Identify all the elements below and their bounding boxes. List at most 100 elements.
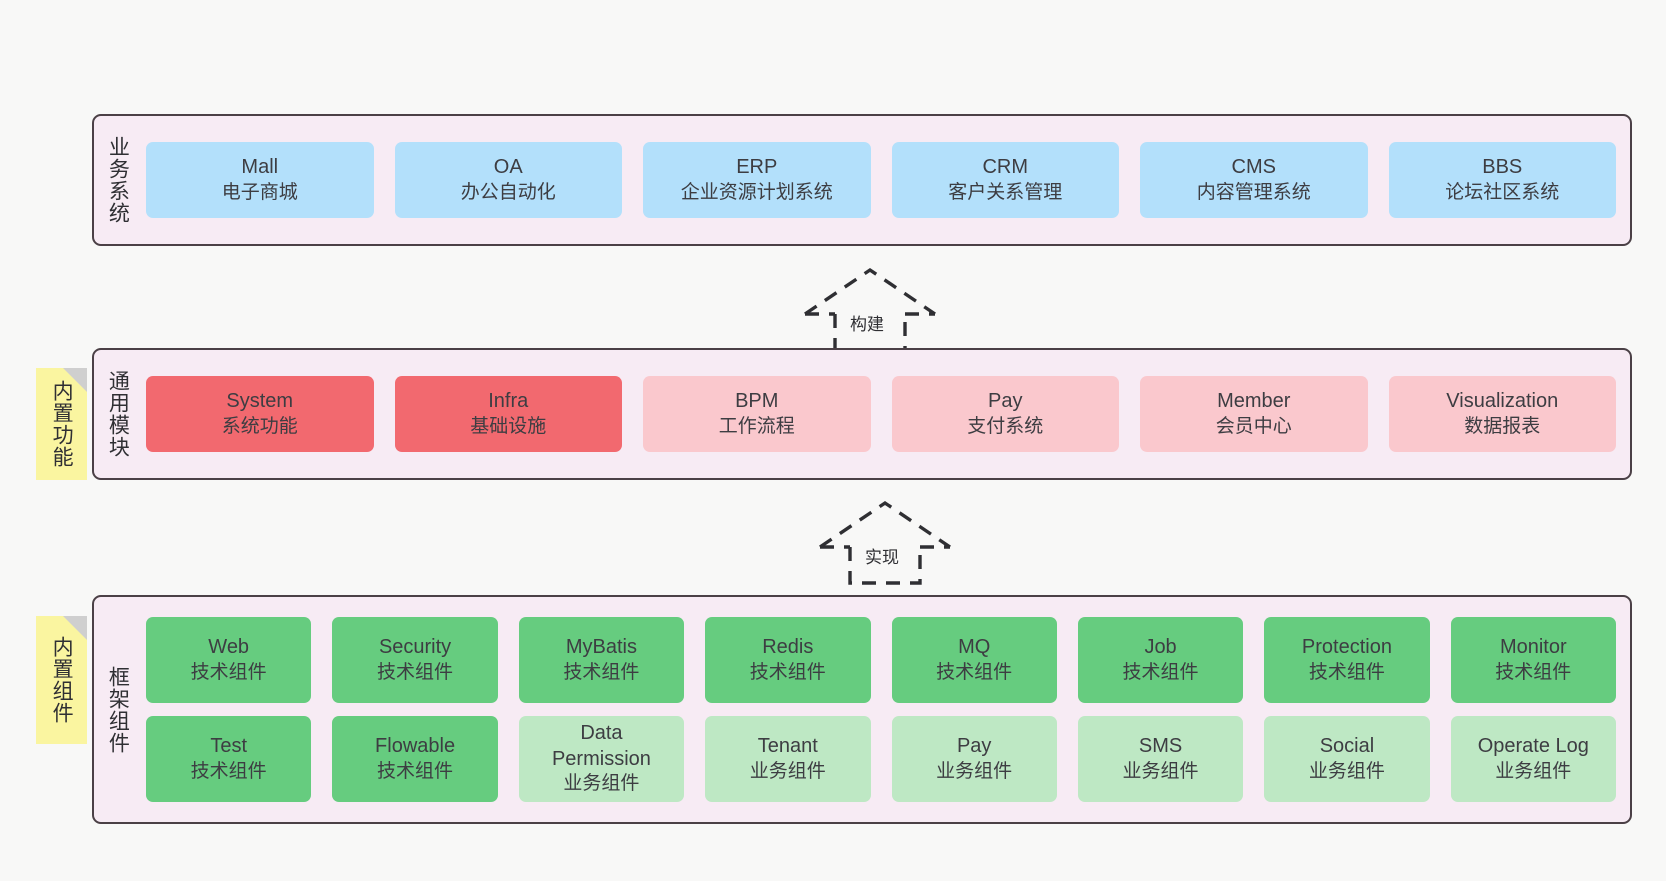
component-card-mybatis[interactable]: MyBatis 技术组件 (518, 617, 685, 703)
layer-body-business-system: Mall 电子商城 OA 办公自动化 ERP 企业资源计划系统 CRM 客户关系… (140, 116, 1630, 244)
component-name: Operate Log (1477, 735, 1589, 758)
layer-common-module: 通用模块 System 系统功能 Infra 基础设施 BPM 工作流程 Pay… (92, 348, 1632, 480)
module-name: BPM (735, 390, 779, 413)
component-subtitle: 技术组件 (1122, 661, 1199, 683)
layer-body-framework-component: Web 技术组件 Security 技术组件 MyBatis 技术组件 Redi… (140, 597, 1630, 822)
component-name: Tenant (757, 735, 818, 758)
component-card-mq[interactable]: MQ 技术组件 (891, 617, 1057, 703)
module-card-system[interactable]: System 系统功能 (146, 376, 374, 452)
component-subtitle: 技术组件 (749, 661, 826, 683)
component-card-monitor[interactable]: Monitor 技术组件 (1450, 617, 1616, 703)
component-subtitle: 业务组件 (1495, 760, 1572, 782)
component-card-data-permission[interactable]: Data Permission 业务组件 (518, 716, 685, 802)
component-card-pay[interactable]: Pay 业务组件 (891, 716, 1057, 802)
module-card-infra[interactable]: Infra 基础设施 (394, 376, 622, 452)
module-name: OA (493, 156, 523, 179)
component-card-tenant[interactable]: Tenant 业务组件 (705, 716, 871, 802)
module-card-oa[interactable]: OA 办公自动化 (394, 142, 622, 218)
component-card-job[interactable]: Job 技术组件 (1077, 617, 1244, 703)
component-name: Data Permission (551, 722, 651, 770)
connector-implement-label: 实现 (865, 548, 899, 567)
component-card-security[interactable]: Security 技术组件 (332, 617, 498, 703)
component-card-flowable[interactable]: Flowable 技术组件 (332, 716, 498, 802)
component-name: Pay (956, 735, 992, 758)
module-subtitle: 内容管理系统 (1196, 181, 1311, 203)
row: Web 技术组件 Security 技术组件 MyBatis 技术组件 Redi… (146, 617, 1616, 703)
component-card-operate-log[interactable]: Operate Log 业务组件 (1450, 716, 1616, 802)
module-subtitle: 数据报表 (1464, 415, 1541, 437)
component-card-web[interactable]: Web 技术组件 (146, 617, 312, 703)
module-name: CRM (982, 156, 1029, 179)
module-name: CMS (1231, 156, 1276, 179)
module-name: Mall (241, 156, 279, 179)
component-card-sms[interactable]: SMS 业务组件 (1077, 716, 1244, 802)
component-subtitle: 业务组件 (749, 760, 826, 782)
module-card-cms[interactable]: CMS 内容管理系统 (1140, 142, 1368, 218)
module-card-member[interactable]: Member 会员中心 (1140, 376, 1368, 452)
sticky-note-label: 内置组件 (50, 636, 74, 724)
component-card-social[interactable]: Social 业务组件 (1264, 716, 1430, 802)
layer-title-framework-component: 框架组件 (106, 665, 130, 754)
component-name: SMS (1138, 735, 1183, 758)
component-name: Job (1144, 636, 1177, 659)
module-subtitle: 客户关系管理 (948, 181, 1063, 203)
module-subtitle: 电子商城 (221, 181, 298, 203)
component-name: Redis (762, 636, 814, 659)
module-card-pay[interactable]: Pay 支付系统 (891, 376, 1119, 452)
module-card-visualization[interactable]: Visualization 数据报表 (1388, 376, 1616, 452)
component-subtitle: 技术组件 (563, 661, 640, 683)
component-name: Social (1319, 735, 1375, 758)
component-name: MyBatis (565, 636, 637, 659)
row: Mall 电子商城 OA 办公自动化 ERP 企业资源计划系统 CRM 客户关系… (146, 142, 1616, 218)
component-subtitle: 技术组件 (1495, 661, 1572, 683)
note-fold-corner-icon (63, 616, 87, 640)
component-subtitle: 业务组件 (1122, 760, 1199, 782)
module-subtitle: 系统功能 (221, 415, 298, 437)
component-subtitle: 技术组件 (936, 661, 1013, 683)
row: System 系统功能 Infra 基础设施 BPM 工作流程 Pay 支付系统… (146, 376, 1616, 452)
component-subtitle: 技术组件 (1308, 661, 1385, 683)
module-card-bpm[interactable]: BPM 工作流程 (643, 376, 871, 452)
module-name: Pay (988, 390, 1023, 413)
component-card-protection[interactable]: Protection 技术组件 (1264, 617, 1430, 703)
module-name: Infra (488, 390, 529, 413)
module-name: Member (1217, 390, 1291, 413)
row: Test 技术组件 Flowable 技术组件 Data Permission … (146, 716, 1616, 802)
sticky-note-builtin-function: 内置功能 (36, 368, 87, 480)
connector-build-arrow-icon: 构建 (795, 262, 945, 352)
module-subtitle: 论坛社区系统 (1445, 181, 1560, 203)
component-subtitle: 业务组件 (936, 760, 1013, 782)
connector-implement-arrow-icon: 实现 (810, 495, 960, 585)
module-card-mall[interactable]: Mall 电子商城 (146, 142, 374, 218)
component-name: Flowable (375, 735, 456, 758)
component-subtitle: 技术组件 (190, 760, 267, 782)
module-name: ERP (736, 156, 778, 179)
module-subtitle: 企业资源计划系统 (680, 181, 833, 203)
component-subtitle: 业务组件 (563, 773, 640, 795)
module-subtitle: 办公自动化 (460, 181, 556, 203)
component-name: Test (210, 735, 248, 758)
module-subtitle: 基础设施 (470, 415, 547, 437)
module-card-crm[interactable]: CRM 客户关系管理 (891, 142, 1119, 218)
layer-title-common-module: 通用模块 (106, 370, 130, 458)
module-subtitle: 支付系统 (967, 415, 1044, 437)
layer-body-common-module: System 系统功能 Infra 基础设施 BPM 工作流程 Pay 支付系统… (140, 350, 1630, 478)
component-name: Monitor (1499, 636, 1567, 659)
component-card-test[interactable]: Test 技术组件 (146, 716, 312, 802)
module-name: System (226, 390, 294, 413)
layer-business-system: 业务系统 Mall 电子商城 OA 办公自动化 ERP 企业资源计划系统 CRM… (92, 114, 1632, 246)
sticky-note-label: 内置功能 (50, 380, 74, 468)
component-subtitle: 技术组件 (190, 661, 267, 683)
component-subtitle: 技术组件 (377, 661, 454, 683)
layer-title-business-system: 业务系统 (106, 136, 130, 224)
component-subtitle: 业务组件 (1308, 760, 1385, 782)
component-card-redis[interactable]: Redis 技术组件 (705, 617, 871, 703)
module-name: BBS (1482, 156, 1523, 179)
component-name: Web (208, 636, 250, 659)
module-card-bbs[interactable]: BBS 论坛社区系统 (1388, 142, 1616, 218)
component-subtitle: 技术组件 (377, 760, 454, 782)
module-card-erp[interactable]: ERP 企业资源计划系统 (643, 142, 871, 218)
component-name: MQ (958, 636, 991, 659)
note-fold-corner-icon (63, 368, 87, 392)
